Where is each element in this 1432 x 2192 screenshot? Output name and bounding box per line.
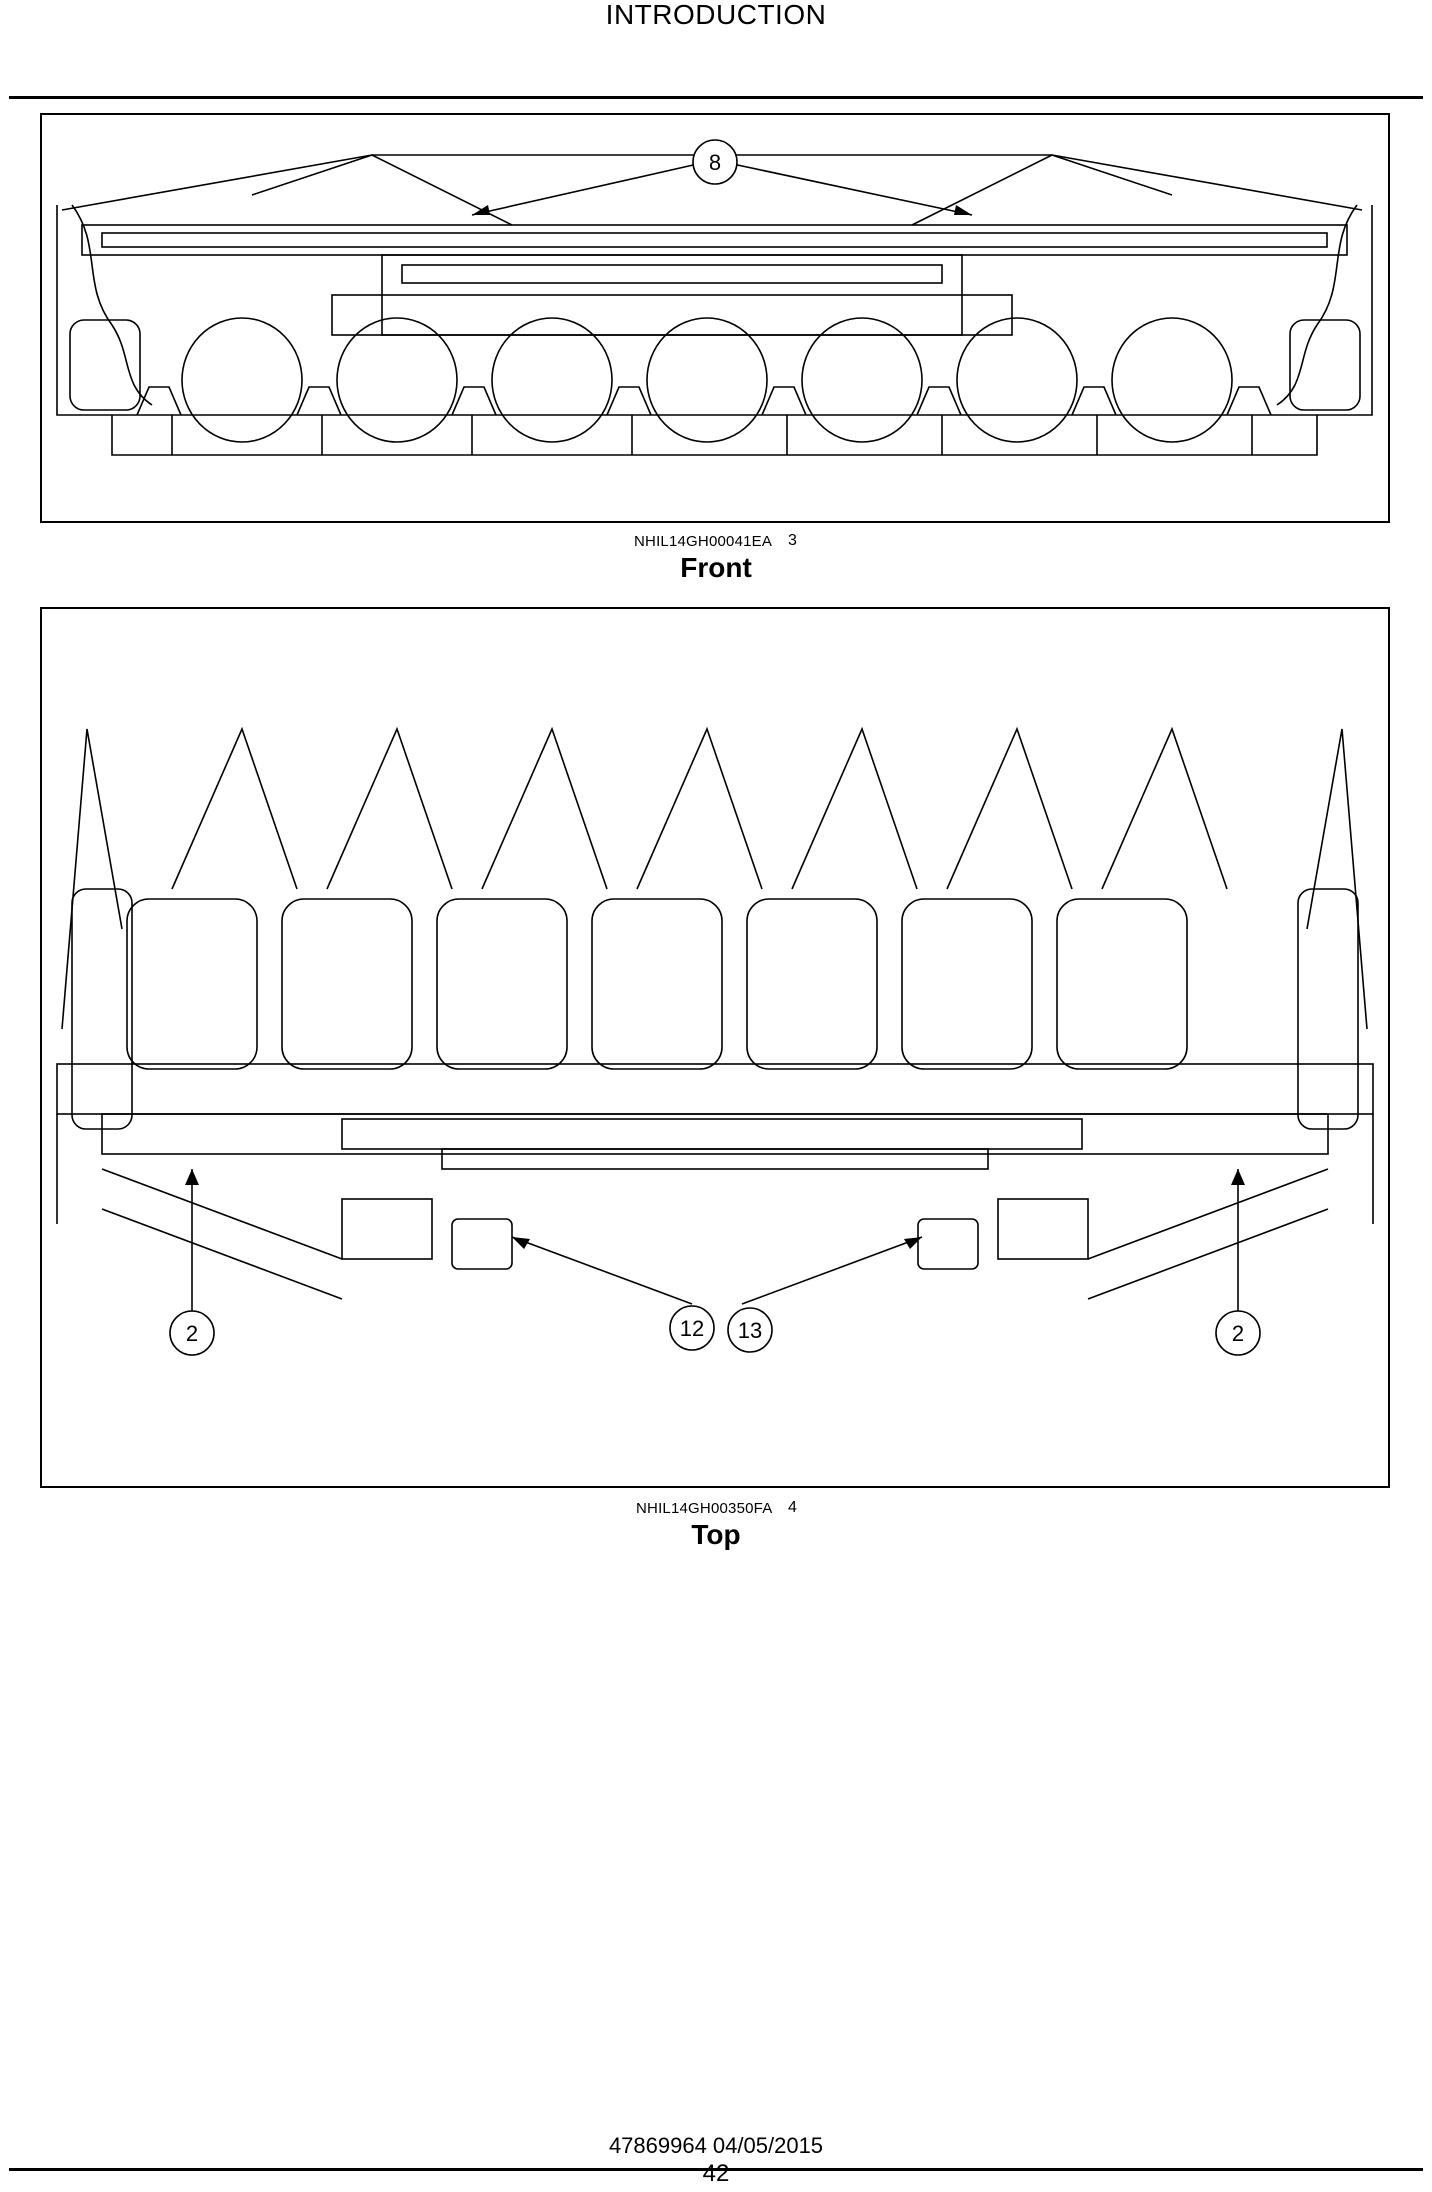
callout-label: 13: [738, 1318, 762, 1343]
footer-page-number: 42: [702, 2160, 730, 2187]
footer-doc-ref: 47869964 04/05/2015: [608, 2133, 824, 2158]
callout-circle: [669, 1305, 715, 1351]
figure-top-view: 2 12 13 2: [40, 607, 1390, 1488]
figure-number: 4: [788, 1499, 797, 1516]
page-header-title: INTRODUCTION: [605, 0, 827, 30]
callout-label: 2: [186, 1321, 198, 1346]
figure-number: 3: [788, 532, 797, 549]
top-view-drawing: 2 12 13 2: [56, 726, 1374, 1356]
header-rule: [9, 96, 1423, 99]
figure-caption: Top: [691, 1519, 741, 1550]
figure-caption: Front: [680, 552, 752, 583]
callout-circle: [169, 1310, 215, 1356]
callout-circle: [692, 139, 738, 185]
footer-rule: [9, 2168, 1423, 2171]
callout-circle: [727, 1307, 773, 1353]
callout-label: 12: [680, 1316, 704, 1341]
figure-image-id: NHIL14GH00350FA: [636, 1500, 773, 1517]
figure-image-id: NHIL14GH00041EA: [634, 533, 773, 550]
callout-label: 8: [709, 150, 721, 175]
figure-front-view: 8: [40, 113, 1390, 523]
callout-label: 2: [1232, 1321, 1244, 1346]
front-view-drawing: 8: [56, 139, 1373, 456]
callout-circle: [1215, 1310, 1261, 1356]
